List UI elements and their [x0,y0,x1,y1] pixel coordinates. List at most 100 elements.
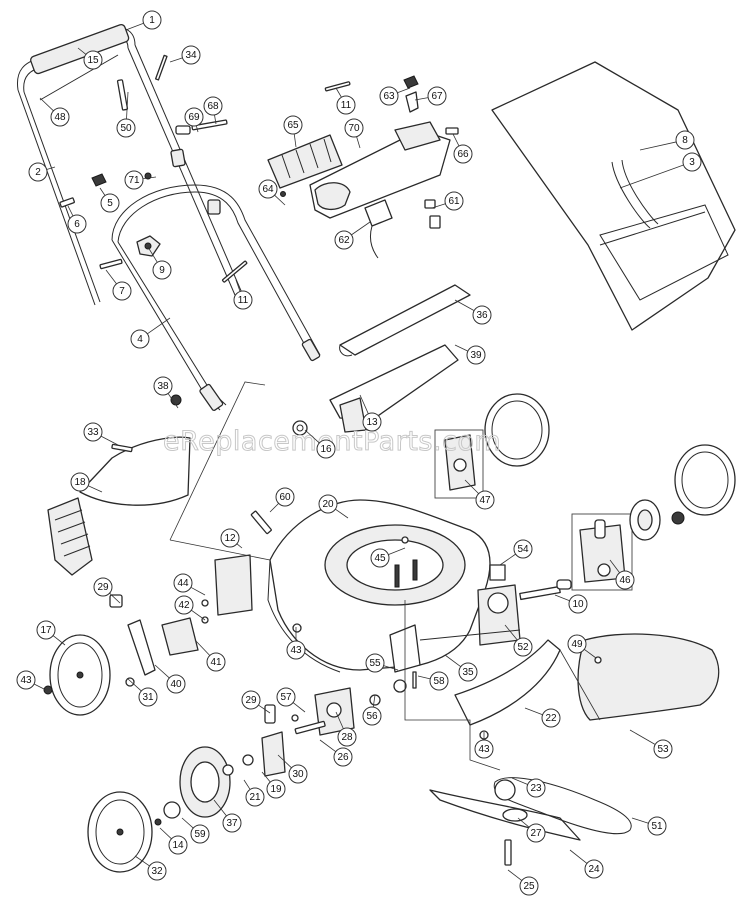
callout-leader-line [619,164,684,189]
callout-circle [36,620,56,640]
callout-label: 61 [448,196,460,207]
baffle-and-cover [454,633,720,740]
callout-circle [362,412,382,432]
callout-label: 35 [462,667,474,678]
callout-label: 34 [185,50,197,61]
callout-circle [647,816,667,836]
callout-label: 23 [530,783,542,794]
callout-leader-line [511,777,528,785]
callout-leader-line [388,547,406,556]
callout-label: 31 [142,692,154,703]
callout-leader-line [639,141,677,151]
callout-circle [184,107,204,127]
callout-part-36: 36 [454,299,492,325]
callout-leader-line [127,678,142,692]
callout-circle [513,539,533,559]
callout-leader-line [46,166,56,170]
callout-circle [682,152,702,172]
callout-leader-line [335,87,342,98]
callout-circle [283,115,303,135]
callout-part-71: 71 [124,170,157,190]
lower-handle [111,184,321,411]
callout-leader-line [335,508,349,519]
callout-leader-line [452,133,460,147]
callout-leader-line [351,221,371,236]
callout-leader-line [77,47,87,55]
callout-circle [474,739,494,759]
callout-circle [584,859,604,879]
callout-part-28: 28 [335,711,357,747]
callout-circle [362,706,382,726]
callout-part-6: 6 [67,205,87,234]
callout-circle [190,824,210,844]
callout-leader-line [88,485,103,493]
mower-deck [250,499,491,673]
callout-part-49: 49 [567,634,597,659]
callout-leader-line [372,694,376,708]
callout-label: 43 [290,645,302,656]
callout-part-50: 50 [116,91,136,138]
callout-circle [276,687,296,707]
callout-part-14: 14 [159,827,188,855]
callout-circle [203,96,223,116]
callout-label: 65 [287,120,299,131]
callout-leader-line [67,205,74,217]
callout-part-70: 70 [344,118,364,149]
callout-circle [142,10,162,30]
callout-label: 48 [54,112,66,123]
callout-leader-line [431,203,446,209]
callout-leader-line [414,97,429,101]
callout-part-60: 60 [269,487,295,513]
callout-circle [427,86,447,106]
callout-part-20: 20 [318,494,349,519]
callout-part-24: 24 [569,849,604,879]
callout-part-5: 5 [99,187,120,213]
callout-part-43: 43 [286,627,306,660]
callout-part-32: 32 [134,855,167,881]
callout-label: 33 [87,427,99,438]
callout-leader-line [213,799,227,817]
callout-part-66: 66 [452,133,473,164]
rear-deflector [47,436,191,576]
callout-label: 67 [431,91,443,102]
callout-label: 38 [157,381,169,392]
callout-leader-line [258,704,271,714]
callout-part-18: 18 [70,472,103,493]
callout-label: 60 [279,492,291,503]
callout-leader-line [631,817,649,824]
callout-leader-line [214,114,217,125]
callout-circle [166,674,186,694]
callout-label: 2 [35,167,41,178]
callout-leader-line [126,91,129,120]
callout-part-9: 9 [147,246,172,280]
callout-leader-line [109,592,121,604]
callout-label: 3 [689,157,695,168]
callout-leader-line [181,817,194,829]
callout-label: 43 [478,744,490,755]
callout-label: 4 [137,334,143,345]
callout-leader-line [304,429,320,444]
callout-part-54: 54 [499,539,533,566]
callout-circle [526,823,546,843]
callout-label: 44 [177,578,189,589]
callout-label: 20 [322,499,334,510]
callout-part-15: 15 [77,47,103,70]
callout-leader-line [243,779,251,790]
callout-circle [50,107,70,127]
callout-part-31: 31 [127,678,158,707]
callout-circle [100,193,120,213]
callout-part-2: 2 [28,162,56,182]
callout-label: 41 [210,657,222,668]
callout-leader-line [464,479,479,494]
callout-circle [336,95,356,115]
callout-leader-line [444,654,462,667]
callout-circle [344,118,364,138]
callout-label: 59 [194,829,206,840]
callout-label: 53 [657,744,669,755]
callout-circle [153,376,173,396]
callout-part-64: 64 [258,179,286,206]
callout-part-7: 7 [105,269,132,301]
callout-leader-line [195,125,199,133]
callout-label: 55 [369,658,381,669]
